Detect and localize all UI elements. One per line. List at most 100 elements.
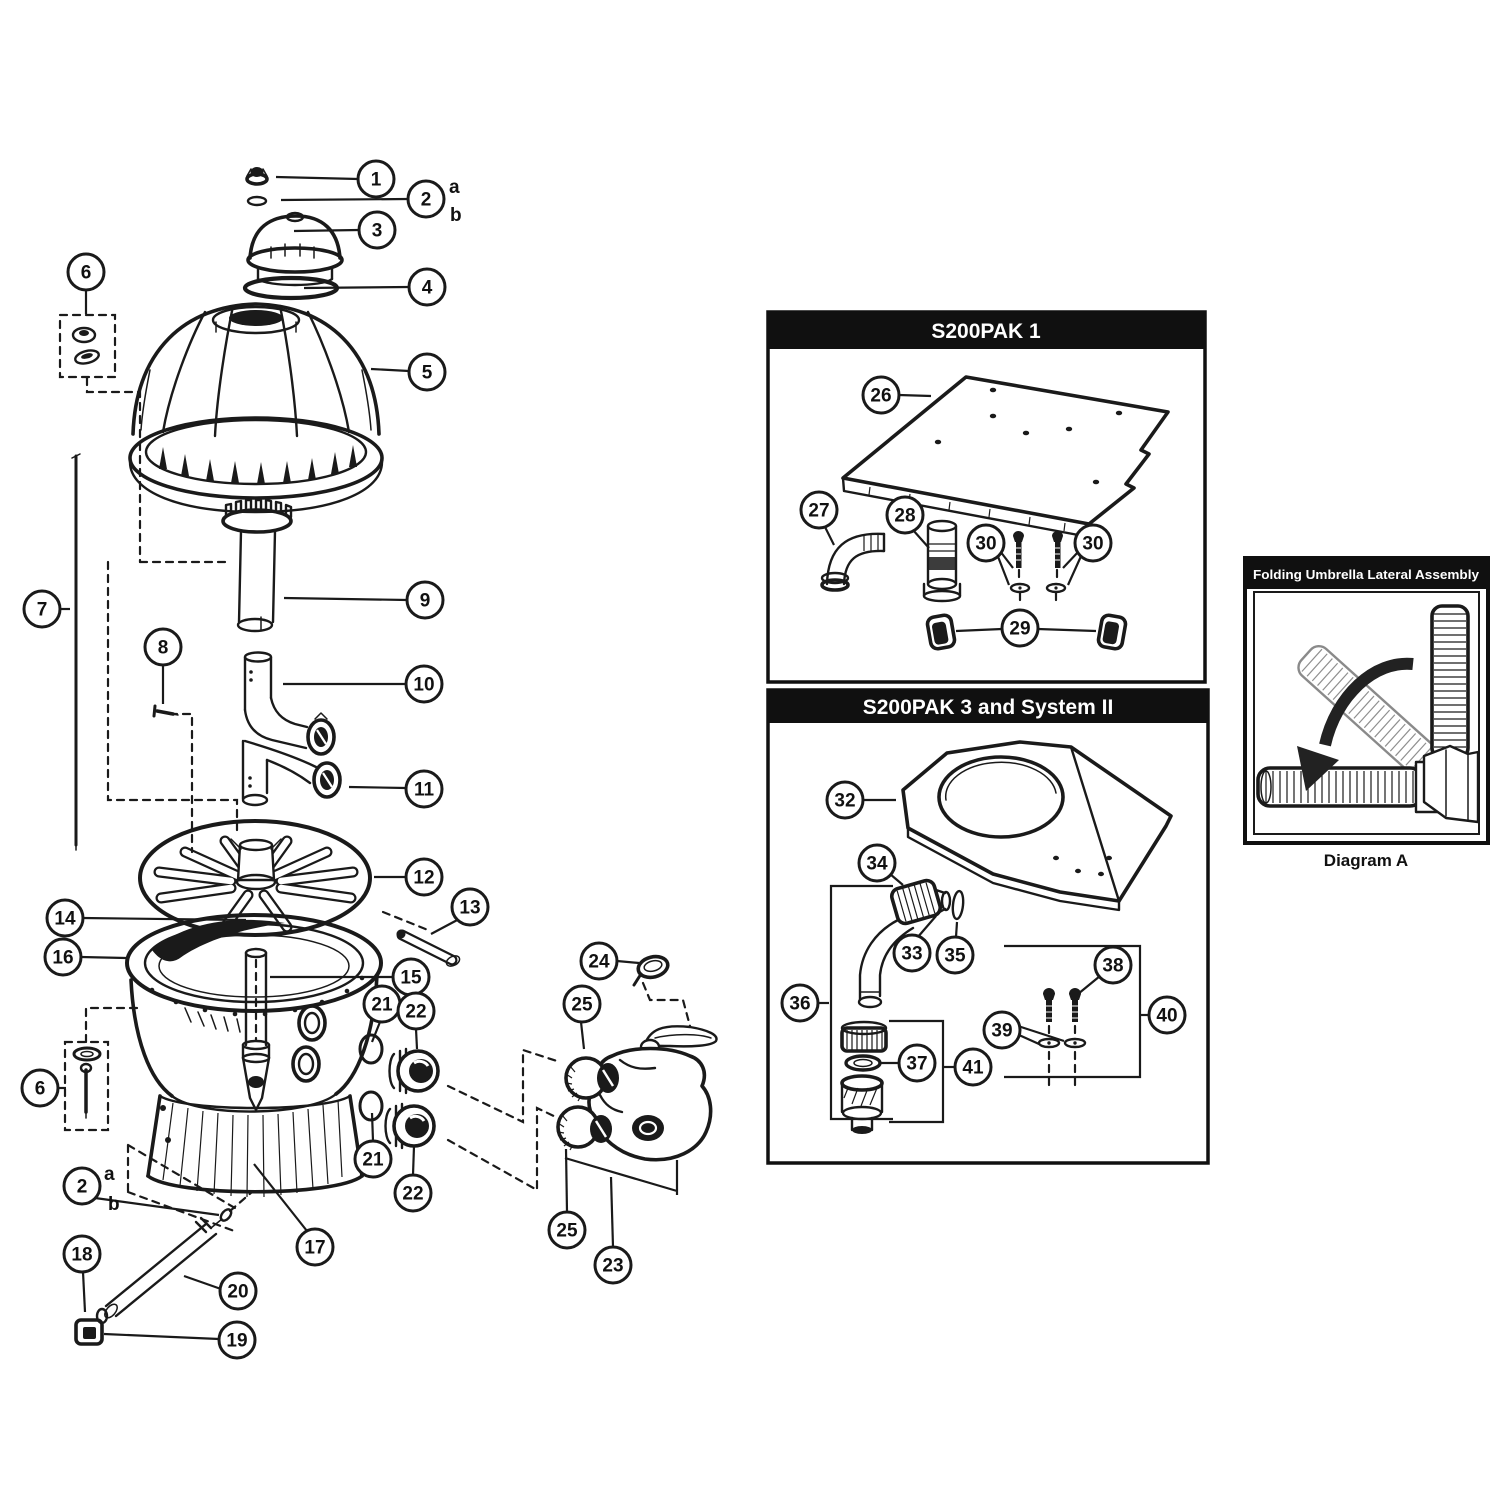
svg-text:36: 36 — [789, 994, 810, 1015]
s200pak3-title: S200PAK 3 and System II — [863, 696, 1114, 719]
diagram-a-caption: Diagram A — [1324, 851, 1408, 870]
part-base-plate-32 — [901, 740, 1173, 912]
svg-text:29: 29 — [1009, 619, 1030, 640]
fitting-22-lower — [384, 1102, 436, 1150]
callout-15: 15 — [270, 957, 431, 997]
svg-text:17: 17 — [304, 1238, 325, 1259]
part-bolts-38-washers-39 — [1037, 988, 1087, 1087]
part-drain-assembly — [74, 1208, 233, 1346]
svg-text:24: 24 — [588, 952, 610, 973]
svg-text:30: 30 — [1082, 534, 1103, 555]
part-sight-glass — [632, 954, 670, 987]
part-standpipe — [241, 947, 271, 1112]
part-hose-elbow-34 — [857, 878, 965, 1009]
callout-6: 6 — [66, 252, 106, 314]
sub-label-a: a — [449, 177, 460, 198]
part-multiport-valve — [556, 1025, 718, 1195]
callout-28: 28 — [885, 495, 930, 549]
callout-30: 30 — [966, 523, 1014, 586]
svg-text:7: 7 — [37, 600, 48, 621]
svg-text:2: 2 — [421, 190, 432, 211]
part-hardware-box-top — [58, 313, 117, 379]
callout-41: 41 — [944, 1047, 993, 1087]
callout-35: 35 — [935, 921, 975, 975]
svg-text:41: 41 — [962, 1058, 984, 1079]
part-dome-lid — [128, 302, 384, 514]
callout-22: 22 — [396, 991, 436, 1050]
part-tie-rod — [71, 453, 81, 851]
svg-text:40: 40 — [1156, 1006, 1177, 1027]
svg-text:27: 27 — [808, 501, 829, 522]
callout-30: 30 — [1062, 523, 1113, 586]
svg-text:23: 23 — [602, 1256, 623, 1277]
s200pak1-box: S200PAK 1 — [766, 310, 1207, 684]
s200pak1-title: S200PAK 1 — [931, 320, 1041, 343]
callout-12: 12 — [374, 857, 444, 897]
lateral-vertical — [1430, 604, 1470, 760]
part-hardware-box-bottom — [63, 1040, 110, 1132]
callout-5: 5 — [370, 352, 447, 392]
svg-text:2: 2 — [77, 1177, 88, 1198]
part-filter-tank — [125, 913, 383, 1198]
callout-2: 2 — [62, 1166, 220, 1217]
svg-text:10: 10 — [413, 675, 434, 696]
folding-inset-title: Folding Umbrella Lateral Assembly — [1253, 567, 1480, 582]
oring-35 — [951, 889, 965, 921]
callout-9: 9 — [283, 580, 445, 620]
part-elbow-pipe-lower — [241, 739, 342, 807]
callout-40: 40 — [1141, 995, 1187, 1035]
svg-text:32: 32 — [834, 791, 855, 812]
callout-8: 8 — [143, 627, 183, 704]
callout-3: 3 — [293, 210, 397, 250]
callout-38: 38 — [1077, 945, 1133, 995]
callout-24: 24 — [579, 941, 640, 981]
svg-text:21: 21 — [362, 1150, 384, 1171]
tank-base-skirt — [146, 1094, 364, 1198]
svg-text:16: 16 — [52, 948, 73, 969]
callout-18: 18 — [62, 1234, 102, 1313]
part-union-stack — [840, 1020, 888, 1134]
svg-text:25: 25 — [556, 1221, 578, 1242]
part-strainer — [221, 498, 293, 633]
filter-exploded-view — [58, 167, 718, 1346]
callout-34: 34 — [857, 843, 904, 886]
part-wingnut — [245, 167, 269, 186]
callout-37: 37 — [880, 1043, 937, 1083]
svg-text:22: 22 — [402, 1184, 423, 1205]
svg-text:5: 5 — [422, 363, 433, 384]
svg-text:25: 25 — [571, 995, 593, 1016]
svg-text:34: 34 — [866, 854, 888, 875]
callouts-layer: 1234567891011121314151617181920221212222… — [20, 159, 1187, 1360]
bracket-40 — [1004, 944, 1142, 1079]
svg-text:28: 28 — [894, 506, 915, 527]
part-caps-29 — [925, 613, 1128, 651]
callout-7: 7 — [22, 589, 70, 629]
sub-label-b: b — [450, 205, 462, 226]
dashed-connectors — [84, 376, 692, 1234]
callout-2: 2 — [280, 179, 446, 219]
callout-22: 22 — [393, 1145, 433, 1213]
callout-27: 27 — [799, 490, 839, 546]
svg-text:30: 30 — [975, 534, 996, 555]
dome-flange-spikes — [159, 445, 357, 484]
washer-37 — [844, 1054, 882, 1072]
svg-text:9: 9 — [420, 591, 431, 612]
callout-10: 10 — [283, 664, 444, 704]
sub-label-b: b — [108, 1194, 120, 1215]
svg-text:38: 38 — [1102, 956, 1123, 977]
callout-14: 14 — [45, 898, 247, 938]
part-port-orings-fittings — [358, 1033, 440, 1150]
svg-text:12: 12 — [413, 868, 434, 889]
part-single-lateral — [396, 929, 461, 967]
part-vent-cap — [246, 211, 344, 287]
svg-text:4: 4 — [422, 278, 433, 299]
folding-umbrella-inset: Folding Umbrella Lateral Assembly Diagra… — [1243, 556, 1490, 870]
callout-32: 32 — [825, 780, 896, 820]
callout-20: 20 — [183, 1271, 258, 1311]
tank-rim-bolts — [149, 975, 365, 1017]
svg-text:39: 39 — [991, 1021, 1012, 1042]
callout-19: 19 — [103, 1320, 257, 1360]
callout-17: 17 — [253, 1163, 335, 1267]
